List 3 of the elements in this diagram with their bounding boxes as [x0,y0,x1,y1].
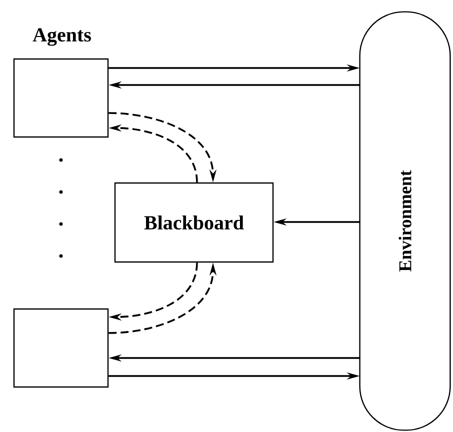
agent-box [13,58,109,138]
agent-box [13,308,109,388]
blackboard-box: Blackboard [114,182,274,263]
